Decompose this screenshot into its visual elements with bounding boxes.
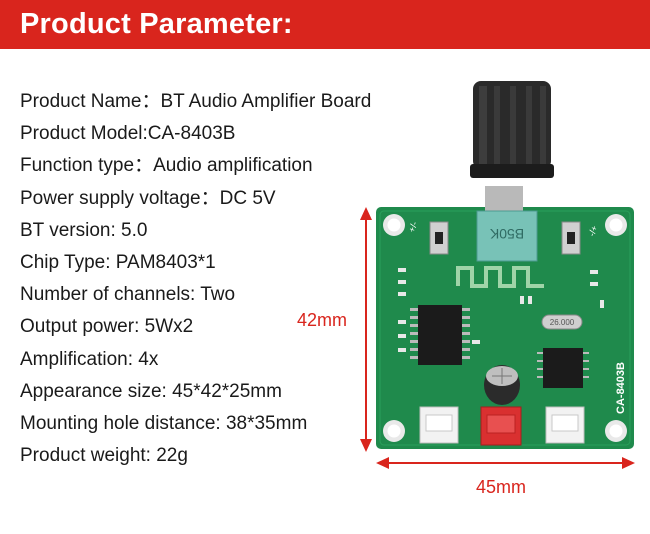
antenna-trace-icon xyxy=(456,266,544,288)
param-power-supply: Power supply voltage：DC 5V xyxy=(20,187,276,209)
capacitor-icon xyxy=(484,365,520,405)
param-weight: Product weight: 22g xyxy=(20,445,188,467)
board-model-marking: CA-8403B xyxy=(615,362,627,414)
param-chip-type: Chip Type: PAM8403*1 xyxy=(20,251,216,273)
param-output-power: Output power: 5Wx2 xyxy=(20,316,194,338)
bluetooth-chip-icon xyxy=(537,348,589,388)
connector-icon xyxy=(419,406,585,446)
potentiometer-icon xyxy=(470,81,554,262)
param-appearance-size: Appearance size: 45*42*25mm xyxy=(20,380,282,402)
param-product-model: Product Model:CA-8403B xyxy=(20,123,236,145)
parameter-list: Product Name：BT Audio Amplifier Board Pr… xyxy=(20,86,420,472)
width-dimension-label: 45mm xyxy=(476,477,527,497)
tactile-button-icon xyxy=(429,221,581,255)
height-dimension-label: 42mm xyxy=(297,310,348,330)
param-product-name: Product Name：BT Audio Amplifier Board xyxy=(20,91,372,112)
mounting-hole-icon xyxy=(383,214,627,442)
header-banner: Product Parameter: xyxy=(0,0,650,49)
width-dimension-arrow xyxy=(376,457,635,469)
pot-marking: B50K xyxy=(489,226,524,242)
crystal-icon xyxy=(541,314,583,330)
height-dimension-arrow xyxy=(360,207,372,452)
right-button-marking: -/+ xyxy=(586,224,599,238)
param-channels: Number of channels: Two xyxy=(20,284,236,306)
crystal-marking: 26.000 xyxy=(550,318,575,327)
banner-title: Product Parameter: xyxy=(20,8,293,40)
smd-components xyxy=(398,268,604,352)
param-bt-version: BT version: 5.0 xyxy=(20,219,148,241)
param-mounting-hole: Mounting hole distance: 38*35mm xyxy=(20,412,308,434)
amplifier-chip-icon xyxy=(410,305,470,365)
param-function-type: Function type：Audio amplification xyxy=(20,155,313,177)
left-button-marking: +/- xyxy=(406,220,419,234)
param-amplification: Amplification: 4x xyxy=(20,348,159,370)
